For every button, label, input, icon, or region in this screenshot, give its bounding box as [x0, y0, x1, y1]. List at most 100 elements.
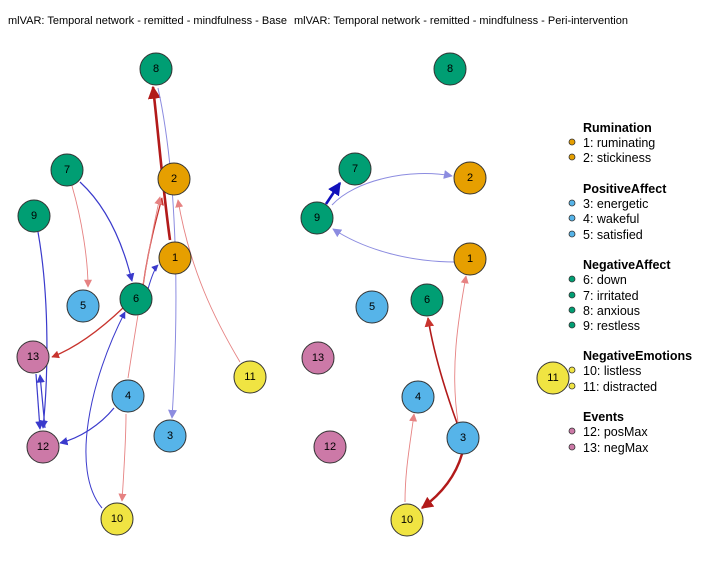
legend: Rumination 1: ruminating 2: stickiness P…: [568, 121, 692, 455]
node-label: 12: [37, 441, 49, 453]
edge-10-to-6: [85, 311, 126, 509]
edge-3-to-10: [421, 453, 464, 509]
node-label: 12: [324, 441, 336, 453]
legend-item: 4: wakeful: [568, 212, 639, 226]
legend-item-label: 3: energetic: [583, 197, 648, 211]
edge-4-to-12: [59, 407, 115, 446]
legend-heading-rumination: Rumination: [583, 121, 652, 135]
node-peri-11: 11: [536, 361, 570, 395]
legend-heading-negativeaffect: NegativeAffect: [583, 258, 671, 272]
node-peri-1: 1: [453, 242, 487, 276]
legend-heading-negativeemotions: NegativeEmotions: [583, 349, 692, 363]
edge-3-to-1: [454, 275, 469, 423]
node-base-11: 11: [233, 360, 267, 394]
node-label: 13: [312, 352, 324, 364]
legend-item-label: 11: distracted: [583, 380, 657, 394]
legend-item-label: 12: posMax: [583, 425, 648, 439]
node-label: 2: [171, 173, 177, 185]
edge-9-to-2: [331, 170, 453, 206]
legend-item: 10: listless: [568, 364, 641, 378]
legend-heading-positiveaffect: PositiveAffect: [583, 182, 667, 196]
title-peri: mlVAR: Temporal network - remitted - min…: [294, 15, 628, 27]
legend-item-label: 7: irritated: [583, 289, 639, 303]
edge-1-to-8: [147, 85, 172, 241]
legend-heading-events: Events: [583, 410, 624, 424]
node-label: 7: [64, 164, 70, 176]
node-base-7: 7: [50, 153, 84, 187]
node-label: 4: [125, 390, 131, 402]
node-peri-8: 8: [433, 52, 467, 86]
legend-item-label: 9: restless: [583, 319, 640, 333]
legend-item: 1: ruminating: [568, 136, 655, 150]
nodes-peri: 1 2 3 4 5 6 7 8 9 10 11 12 13: [300, 52, 570, 537]
legend-item: 7: irritated: [568, 289, 639, 303]
node-label: 9: [31, 210, 37, 222]
edge-4-to-10: [118, 413, 127, 502]
node-label: 11: [547, 372, 558, 384]
node-base-13: 13: [16, 340, 50, 374]
legend-item-label: 4: wakeful: [583, 212, 639, 226]
node-label: 9: [314, 212, 320, 224]
nodes-base: 1 2 3 4 5 6 7 8 9 10 11 12 13: [16, 52, 267, 536]
title-base: mlVAR: Temporal network - remitted - min…: [8, 15, 287, 27]
node-label: 7: [352, 163, 358, 175]
legend-item: 5: satisfied: [568, 228, 643, 242]
legend-item: 2: stickiness: [568, 151, 651, 165]
legend-item: 13: negMax: [568, 441, 649, 455]
node-peri-12: 12: [313, 430, 347, 464]
node-label: 10: [401, 514, 413, 526]
edge-12-to-13: [36, 374, 46, 429]
legend-item-label: 1: ruminating: [583, 136, 655, 150]
legend-item: 3: energetic: [568, 197, 648, 211]
edge-7-to-5: [71, 185, 93, 288]
node-peri-4: 4: [401, 380, 435, 414]
edge-7-to-6: [79, 181, 135, 282]
node-label: 3: [460, 432, 466, 444]
legend-item: 9: restless: [568, 319, 640, 333]
edge-8-to-3: [157, 87, 177, 419]
edge-6-to-1: [147, 264, 159, 290]
node-label: 13: [27, 351, 39, 363]
node-label: 11: [244, 371, 255, 383]
edge-3-to-6: [424, 317, 458, 424]
node-label: 6: [424, 294, 430, 306]
node-base-8: 8: [139, 52, 173, 86]
node-peri-2: 2: [453, 161, 487, 195]
node-base-2: 2: [157, 162, 191, 196]
node-base-10: 10: [100, 502, 134, 536]
edge-1-to-9: [332, 228, 457, 263]
edge-6-to-13: [51, 306, 125, 359]
network-base: 1 2 3 4 5 6 7 8 9 10 11 12 13: [16, 52, 267, 536]
node-label: 3: [167, 430, 173, 442]
node-peri-6: 6: [410, 283, 444, 317]
legend-item: 11: distracted: [568, 380, 657, 394]
legend-item: 12: posMax: [568, 425, 648, 439]
edge-6-to-2: [142, 197, 164, 287]
node-peri-7: 7: [338, 152, 372, 186]
edge-9-to-12: [37, 231, 48, 429]
legend-item-label: 6: down: [583, 273, 627, 287]
edge-10-to-4: [404, 413, 418, 503]
edges-peri: [324, 170, 469, 509]
node-peri-9: 9: [300, 201, 334, 235]
node-label: 8: [153, 63, 159, 75]
node-label: 6: [133, 293, 139, 305]
edges-base: [35, 85, 241, 509]
edge-9-to-7: [324, 181, 342, 205]
node-label: 1: [172, 252, 178, 264]
legend-item-label: 13: negMax: [583, 441, 649, 455]
node-label: 4: [415, 391, 421, 403]
node-base-9: 9: [17, 199, 51, 233]
node-base-6: 6: [119, 282, 153, 316]
node-base-12: 12: [26, 430, 60, 464]
node-base-3: 3: [153, 419, 187, 453]
node-base-1: 1: [158, 241, 192, 275]
node-base-4: 4: [111, 379, 145, 413]
node-label: 10: [111, 513, 123, 525]
legend-item: 8: anxious: [568, 304, 640, 318]
edge-11-to-2: [175, 199, 241, 363]
edge-13-to-12: [35, 373, 44, 430]
node-label: 5: [369, 301, 375, 313]
node-label: 1: [467, 253, 473, 265]
